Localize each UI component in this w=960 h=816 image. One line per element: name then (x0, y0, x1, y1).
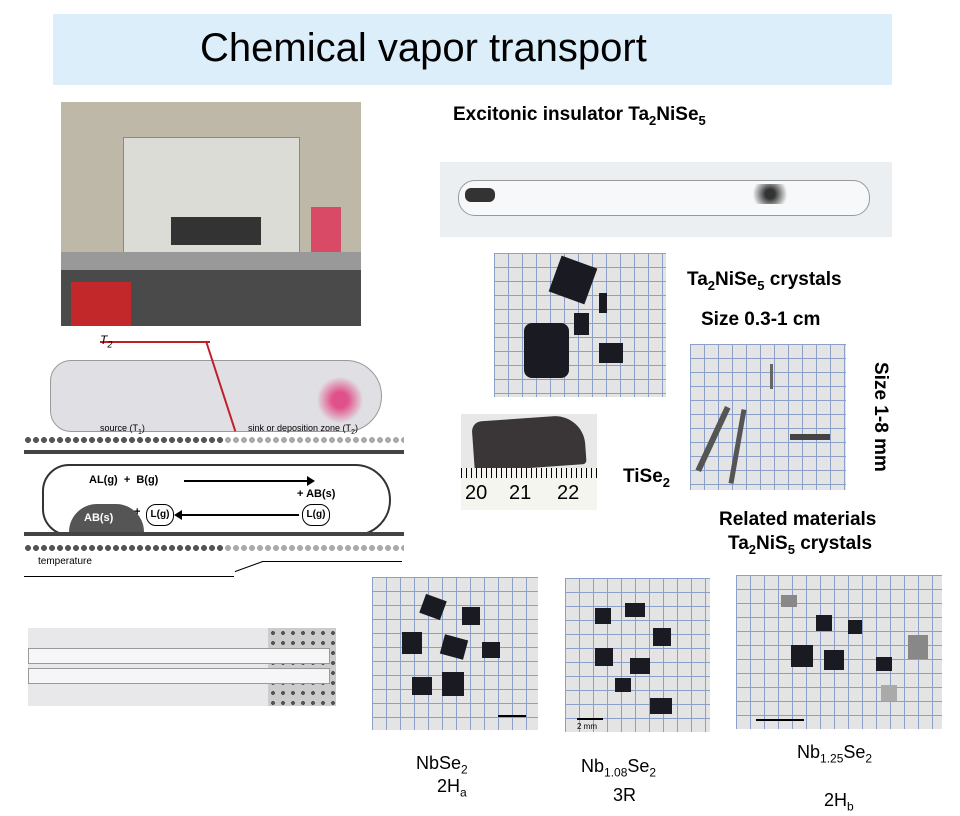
nb108se2-3r-photo: 2 mm (565, 578, 710, 732)
ruler-22: 22 (557, 482, 580, 504)
tube-photo (28, 628, 336, 706)
ta2nis5-crystals-label: Ta2NiS5 crystals (728, 533, 873, 557)
sample-label-nbse2: NbSe2 (416, 753, 468, 777)
size-label-mm: Size 1-8 mm (870, 362, 891, 472)
t2-label: T (100, 333, 108, 347)
al-g-label: AL(g) + B(g) (89, 474, 159, 486)
source-label: source (T1) (100, 423, 145, 436)
tise2-photo: 20 21 22 (461, 414, 597, 510)
l-g-left-label: L(g) (146, 504, 174, 526)
furnace-photo (61, 102, 361, 326)
ab-s-left-label: AB(s) (84, 512, 114, 524)
cvt-reaction-diagram: AB(s) AL(g) + B(g) + AB(s) + L(g) L(g) t… (24, 436, 404, 586)
tise2-label: TiSe2 (623, 466, 671, 490)
size-label-cm: Size 0.3-1 cm (701, 309, 821, 330)
scale-bar-label: 2 mm (577, 722, 597, 731)
ta2nise5-crystals-label: Ta2NiSe5 crystals (687, 269, 842, 293)
page-title: Chemical vapor transport (200, 26, 647, 70)
plus-label: + (134, 506, 141, 518)
sample-label-nb108se2: Nb1.08Se2 (581, 756, 657, 780)
related-materials-label: Related materials (719, 509, 877, 530)
cvt-ampoule-diagram: T2 source (T1) sink or deposition zone (… (40, 333, 400, 445)
sample-phase-2ha: 2Ha (437, 776, 467, 800)
sink-label: sink or deposition zone (T2) (248, 423, 358, 436)
nbse2-2ha-photo (372, 577, 538, 730)
needle-crystals-photo (690, 344, 846, 490)
ampoule-photo (440, 162, 892, 237)
ruler-21: 21 (509, 482, 532, 504)
ab-s-right-label: + AB(s) (297, 488, 336, 500)
sample-phase-2hb: 2Hb (824, 790, 854, 814)
temperature-label: temperature (38, 556, 92, 567)
sample-label-nb125se2: Nb1.25Se2 (797, 742, 873, 766)
ruler-20: 20 (465, 482, 488, 504)
excitonic-heading: Excitonic insulator Ta2NiSe5 (453, 104, 706, 128)
l-g-right-label: L(g) (302, 504, 330, 526)
sample-phase-3r: 3R (613, 785, 637, 805)
ta2nise5-crystals-photo (494, 253, 666, 397)
nb125se2-2hb-photo (736, 575, 942, 729)
title-banner (53, 14, 892, 85)
